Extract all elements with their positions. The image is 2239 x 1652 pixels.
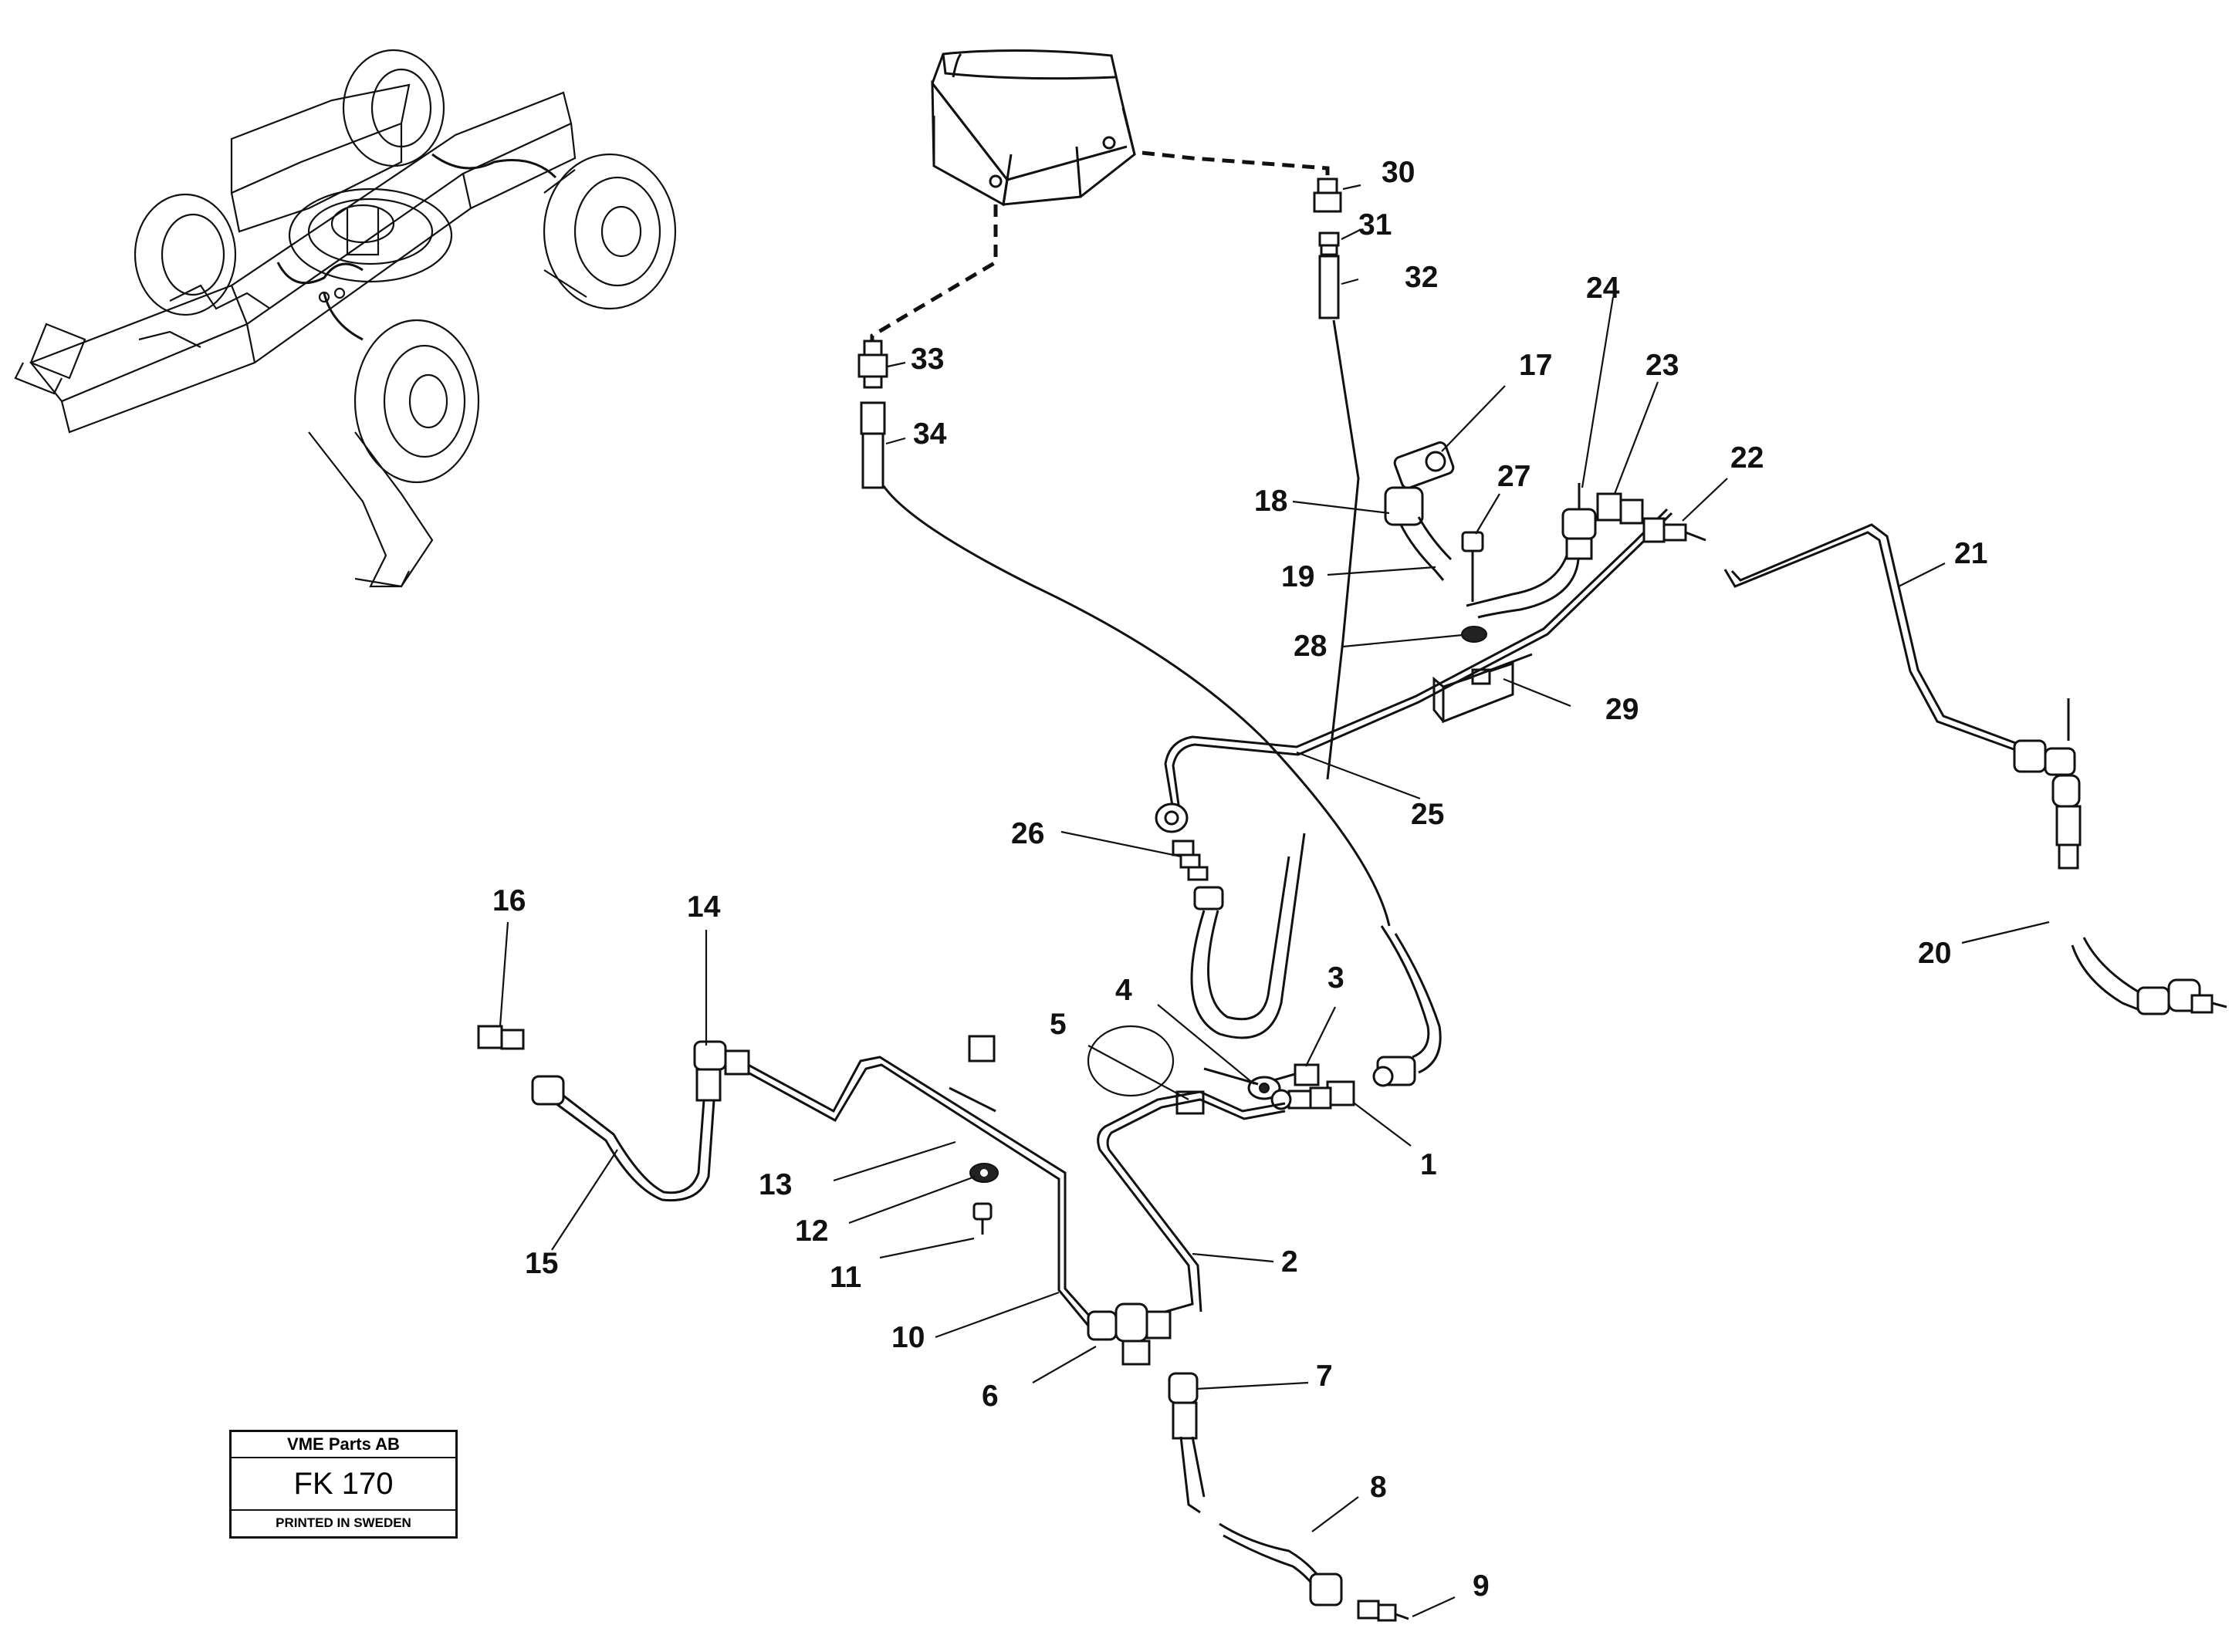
part-number-7: 7 bbox=[1316, 1360, 1333, 1393]
part-number-33: 33 bbox=[911, 343, 944, 376]
fitting-9 bbox=[1357, 1600, 1409, 1622]
part-number-17: 17 bbox=[1519, 349, 1552, 382]
part-number-20: 20 bbox=[1918, 937, 1951, 970]
part-number-25: 25 bbox=[1411, 798, 1444, 831]
part-number-11: 11 bbox=[830, 1261, 861, 1294]
washer-28 bbox=[1461, 626, 1487, 643]
part-number-27: 27 bbox=[1497, 460, 1530, 493]
fitting-30 bbox=[1313, 177, 1342, 213]
part-number-16: 16 bbox=[492, 884, 526, 917]
part-number-14: 14 bbox=[687, 890, 721, 924]
leader-lines bbox=[499, 184, 2050, 1618]
bolt-11 bbox=[972, 1202, 993, 1235]
fitting-17-18 bbox=[1384, 441, 1455, 526]
part-number-2: 2 bbox=[1281, 1245, 1298, 1279]
part-number-19: 19 bbox=[1281, 560, 1314, 593]
hose-19 bbox=[1399, 524, 1445, 581]
fitting-3 bbox=[1273, 1063, 1320, 1086]
fitting-32 bbox=[1318, 255, 1340, 319]
fitting-31 bbox=[1318, 231, 1340, 256]
fitting-22 bbox=[1642, 517, 1706, 543]
fitting-26 bbox=[1172, 840, 1224, 910]
part-number-32: 32 bbox=[1405, 261, 1438, 294]
fitting-16 bbox=[477, 1025, 525, 1050]
hose-24-down bbox=[1466, 555, 1568, 607]
part-number-18: 18 bbox=[1254, 485, 1287, 518]
part-number-21: 21 bbox=[1954, 537, 1987, 570]
part-number-9: 9 bbox=[1473, 1569, 1490, 1603]
fitting-20-lower bbox=[2136, 978, 2227, 1015]
hose-from-3 bbox=[1380, 925, 1430, 1059]
fitting-near-3 bbox=[1372, 1056, 1416, 1087]
part-number-6: 6 bbox=[982, 1380, 999, 1413]
part-number-15: 15 bbox=[525, 1247, 558, 1280]
hose-8 bbox=[1219, 1522, 1321, 1579]
pipe-10 bbox=[740, 1056, 1098, 1324]
part-number-34: 34 bbox=[913, 417, 947, 451]
hose-26 bbox=[1190, 833, 1306, 1039]
hose-from-34 bbox=[882, 485, 1391, 927]
fitting-20-upper bbox=[2013, 698, 2082, 870]
fitting-23 bbox=[1596, 492, 1644, 525]
tee-fitting-6 bbox=[1087, 1302, 1172, 1366]
fitting-1 bbox=[1270, 1080, 1355, 1110]
part-number-24: 24 bbox=[1586, 272, 1620, 305]
fitting-24 bbox=[1561, 483, 1597, 560]
printed-note: PRINTED IN SWEDEN bbox=[276, 1515, 411, 1530]
part-number-22: 22 bbox=[1730, 441, 1764, 475]
fitting-33 bbox=[857, 340, 888, 389]
bolt-27 bbox=[1461, 531, 1484, 602]
part-number-13: 13 bbox=[759, 1168, 792, 1201]
clamp-ring-5 bbox=[1087, 1025, 1175, 1097]
part-number-30: 30 bbox=[1382, 156, 1415, 189]
clip-13 bbox=[949, 1035, 996, 1113]
part-number-10: 10 bbox=[891, 1321, 925, 1354]
part-number-8: 8 bbox=[1370, 1471, 1387, 1504]
part-number-3: 3 bbox=[1328, 961, 1344, 995]
dashed-connection-left bbox=[870, 204, 998, 343]
part-number-12: 12 bbox=[795, 1215, 828, 1248]
machine-overview-illustration bbox=[14, 49, 677, 588]
pipe-25 bbox=[1164, 508, 1669, 811]
part-number-4: 4 bbox=[1115, 974, 1132, 1007]
part-labels: 30 31 32 33 34 17 18 19 27 28 29 24 23 2… bbox=[492, 156, 1987, 1603]
hose-20 bbox=[2071, 944, 2143, 1012]
hose-15 bbox=[563, 1094, 705, 1194]
swivel-housing bbox=[931, 49, 1136, 207]
clamp-29 bbox=[1432, 653, 1533, 724]
title-block: VME Parts AB FK 170 PRINTED IN SWEDEN bbox=[229, 1430, 458, 1539]
bracket-line-5 bbox=[1203, 1067, 1259, 1086]
pipe-21 bbox=[1723, 531, 2023, 754]
hose-from-32 bbox=[1326, 319, 1360, 780]
part-number-28: 28 bbox=[1294, 630, 1327, 663]
fitting-14 bbox=[693, 1040, 750, 1102]
fitting-7 bbox=[1168, 1372, 1199, 1440]
dashed-connection-right bbox=[1141, 150, 1330, 179]
pipe-2 bbox=[1097, 1090, 1286, 1313]
part-number-26: 26 bbox=[1011, 817, 1044, 850]
part-number-29: 29 bbox=[1605, 693, 1639, 726]
fitting-15 bbox=[531, 1075, 565, 1106]
part-number-5: 5 bbox=[1050, 1008, 1067, 1041]
part-number-31: 31 bbox=[1358, 208, 1392, 242]
drawing-code: FK 170 bbox=[232, 1458, 455, 1511]
hose-7 bbox=[1179, 1436, 1201, 1514]
company-name: VME Parts AB bbox=[232, 1432, 455, 1458]
fitting-8 bbox=[1309, 1573, 1343, 1606]
part-number-23: 23 bbox=[1645, 349, 1679, 382]
fitting-34 bbox=[860, 401, 886, 489]
part-number-1: 1 bbox=[1420, 1148, 1437, 1181]
